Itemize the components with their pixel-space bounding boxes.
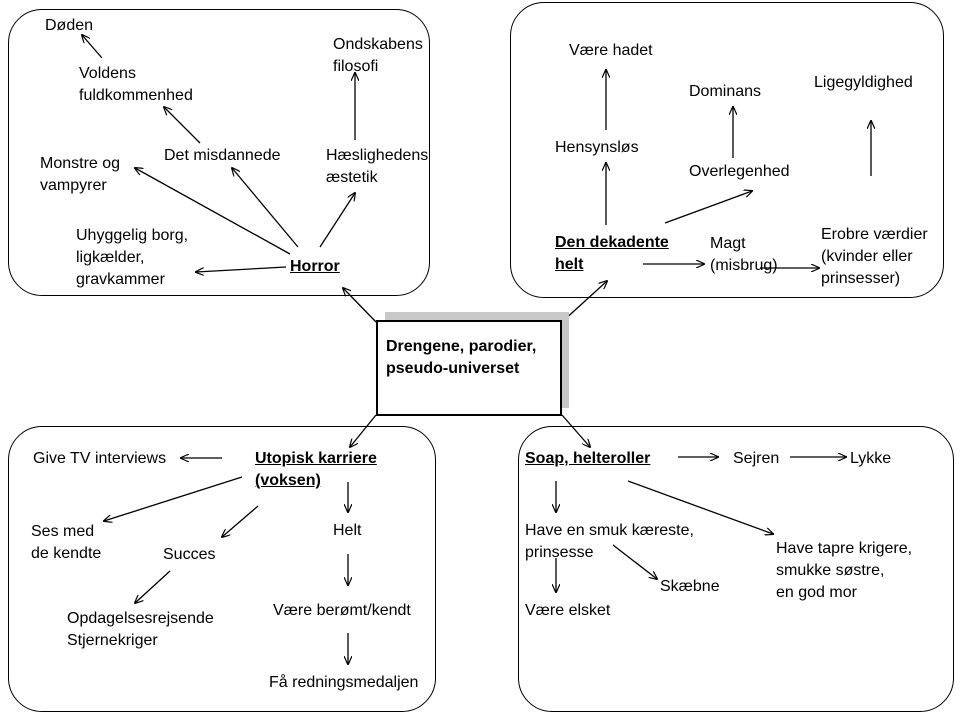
panel-utopisk-karriere	[8, 426, 436, 712]
hub-utopisk-karriere: Utopisk karriere (voksen)	[255, 450, 377, 489]
center-title: Drengene, parodier, pseudo-universet	[386, 338, 537, 377]
label-borg: Uhyggelig borg, ligkælder, gravkammer	[76, 227, 189, 288]
label-kaereste: Have en smuk kæreste, prinsesse	[525, 522, 694, 561]
label-medalje: Få redningsmedaljen	[269, 674, 419, 691]
label-hensynslos: Hensynsløs	[555, 139, 639, 156]
label-lykke: Lykke	[850, 450, 892, 467]
label-ligegyldighed: Ligegyldighed	[814, 74, 913, 91]
label-magt: Magt (misbrug)	[710, 235, 778, 274]
hub-horror: Horror	[290, 258, 340, 275]
label-kendte: Ses med de kendte	[31, 523, 102, 562]
label-helt: Helt	[333, 522, 362, 539]
label-overlegenhed: Overlegenhed	[689, 163, 790, 180]
label-beroemt: Være berømt/kendt	[273, 602, 411, 619]
hub-dekadente-helt: Den dekadente helt	[555, 234, 669, 273]
hub-soap: Soap, helteroller	[525, 450, 651, 467]
label-hadet: Være hadet	[569, 42, 653, 59]
label-succes: Succes	[163, 546, 216, 563]
label-haeslighed: Hæslighedens æstetik	[326, 147, 429, 186]
label-erobre: Erobre værdier (kvinder eller prinsesser…	[821, 226, 928, 287]
label-misdannede: Det misdannede	[164, 147, 281, 164]
label-dominans: Dominans	[689, 83, 762, 100]
panel-soap	[518, 426, 954, 712]
label-opdagelse: Opdagelsesrejsende Stjernekriger	[67, 610, 214, 649]
label-tv: Give TV interviews	[33, 450, 167, 467]
label-skaebne: Skæbne	[660, 578, 720, 595]
center-box: Drengene, parodier, pseudo-universet	[376, 320, 562, 416]
label-doeden: Døden	[45, 17, 94, 34]
label-sejren: Sejren	[733, 450, 780, 467]
label-ondskab: Ondskabens filosofi	[333, 36, 423, 75]
label-volden: Voldens fuldkommenhed	[79, 65, 193, 104]
label-elsket: Være elsket	[525, 602, 611, 619]
panel-dekadente-helt	[510, 2, 944, 298]
label-monstre: Monstre og vampyrer	[40, 155, 121, 194]
label-krigere: Have tapre krigere, smukke søstre, en go…	[776, 540, 913, 601]
